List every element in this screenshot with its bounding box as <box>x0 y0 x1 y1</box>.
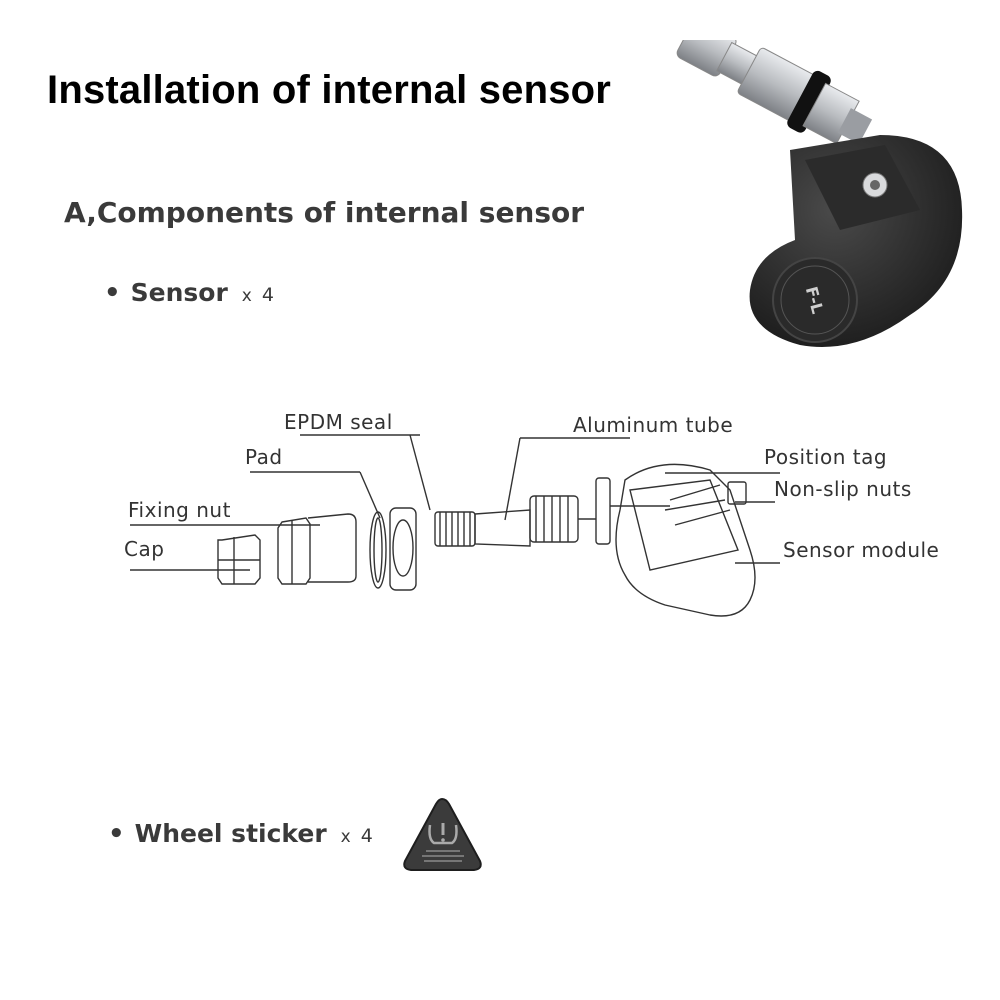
wheel-sticker-label: Wheel sticker <box>134 819 327 848</box>
label-position-tag: Position tag <box>764 445 888 469</box>
label-pad: Pad <box>245 445 283 469</box>
label-cap: Cap <box>124 537 165 561</box>
label-aluminum-tube: Aluminum tube <box>573 413 734 437</box>
label-non-slip-nuts: Non-slip nuts <box>774 477 912 501</box>
sensor-item-label: Sensor <box>130 278 228 307</box>
page-title: Installation of internal sensor <box>47 68 612 112</box>
tire-pressure-warning-icon <box>428 823 458 845</box>
times-sign: x <box>340 827 351 847</box>
times-sign: x <box>241 286 252 306</box>
label-fixing-nut: Fixing nut <box>128 498 231 522</box>
wheel-sticker-count: 4 <box>360 825 373 847</box>
section-heading: A,Components of internal sensor <box>64 196 585 229</box>
sensor-photo: F-L <box>630 18 970 370</box>
bullet: • <box>104 278 121 308</box>
label-epdm-seal: EPDM seal <box>284 410 393 434</box>
exploded-diagram: EPDM seal Pad Fixing nut Cap Aluminum tu… <box>110 400 970 640</box>
label-sensor-module: Sensor module <box>783 538 940 562</box>
bullet: • <box>108 819 125 849</box>
wheel-sticker-image <box>400 795 485 875</box>
sensor-count: 4 <box>261 284 274 306</box>
